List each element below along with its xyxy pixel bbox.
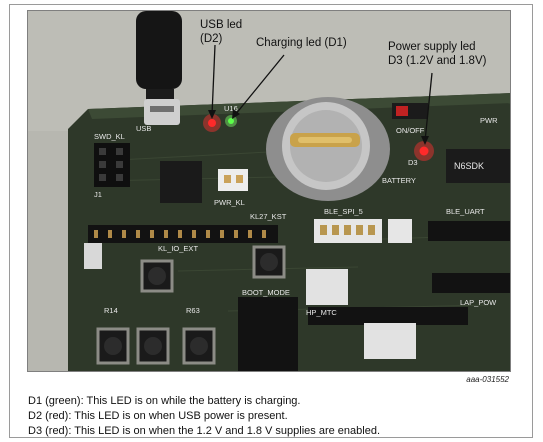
hp-mtc-connector — [306, 269, 348, 305]
mcu-chip — [160, 161, 202, 203]
silk-ble-spi: BLE_SPI_5 — [324, 207, 363, 216]
figure-caption: D1 (green): This LED is on while the bat… — [28, 394, 380, 439]
power-led-label: Power supply led D3 (1.2V and 1.8V) — [388, 41, 487, 67]
silk-usb: USB — [136, 124, 151, 133]
caption-line-d2: D2 (red): This LED is on when USB power … — [28, 410, 288, 422]
power-led-d3 — [419, 146, 429, 156]
usb-cable-plug — [136, 11, 182, 89]
board-illustration: USB SWD_KL J1 U16 PWR_KL KL27_KST KL_IO_… — [28, 11, 510, 371]
silk-kl-io-ext: KL_IO_EXT — [158, 244, 198, 253]
board-photo: USB SWD_KL J1 U16 PWR_KL KL27_KST KL_IO_… — [27, 10, 511, 372]
n6sdk-module — [446, 149, 510, 183]
silk-u16: U16 — [224, 104, 238, 113]
silk-r63: R63 — [186, 306, 200, 315]
charging-led-label: Charging led (D1) — [256, 37, 347, 49]
silk-d3: D3 — [408, 158, 418, 167]
silk-lap-pow: LAP_POW — [460, 298, 497, 307]
usb-led-d2 — [208, 119, 216, 127]
caption-line-d1: D1 (green): This LED is on while the bat… — [28, 395, 301, 407]
charging-led-d1 — [228, 118, 234, 124]
silk-ble-uart: BLE_UART — [446, 207, 485, 216]
silk-boot-mode: BOOT_MODE — [242, 288, 290, 297]
silk-pwr-kl: PWR_KL — [214, 198, 245, 207]
silk-pwr: PWR — [480, 116, 498, 125]
usb-led-label: USB led (D2) — [200, 19, 243, 45]
silk-smd-kl: SWD_KL — [94, 132, 125, 141]
pwr-kl-connector — [218, 169, 248, 191]
kl-io-ext-header — [88, 225, 278, 243]
silk-kl27-kst: KL27_KST — [250, 212, 287, 221]
silk-on-off: ON/OFF — [396, 126, 425, 135]
silk-battery: BATTERY — [382, 176, 416, 185]
silk-n6sdk: N6SDK — [454, 161, 484, 171]
figure-id: aaa-031552 — [466, 375, 509, 384]
caption-line-d3: D3 (red): This LED is on when the 1.2 V … — [28, 425, 381, 437]
callout-arrows — [208, 44, 433, 145]
silk-r14: R14 — [104, 306, 118, 315]
silk-hp-mtc: HP_MTC — [306, 308, 337, 317]
silk-j1: J1 — [94, 190, 102, 199]
push-buttons — [96, 245, 286, 365]
